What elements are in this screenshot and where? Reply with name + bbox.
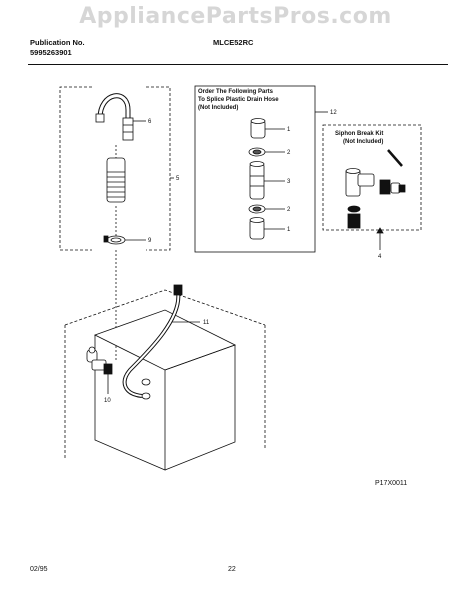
hose-clamp — [103, 235, 126, 245]
order-title-line-3: (Not Included) — [198, 105, 238, 111]
callout-1-top: 1 — [287, 127, 291, 133]
siphon-break-kit — [345, 149, 406, 229]
siphon-box-title: Siphon Break Kit (Not Included) — [335, 131, 383, 145]
drain-hose-hook — [95, 93, 134, 141]
publication-label: Publication No. — [30, 38, 85, 47]
callout-2-bottom: 2 — [287, 207, 291, 213]
splice-clamp-bottom — [248, 204, 266, 214]
callout-6: 6 — [148, 119, 152, 125]
drain-connector-fitting — [86, 346, 113, 375]
order-box-title: Order The Following Parts To Splice Plas… — [198, 89, 279, 111]
splice-coupling-top — [250, 118, 266, 139]
drain-hose-corrugated — [106, 145, 126, 203]
watermark: AppliancePartsPros.com — [79, 4, 392, 29]
publication-number: 5995263901 — [30, 48, 72, 57]
order-title-line-2: To Splice Plastic Drain Hose — [198, 97, 279, 103]
inlet-hose — [122, 284, 183, 400]
drawing-code: P17X0011 — [375, 480, 407, 487]
washer-cabinet — [64, 289, 266, 471]
splice-coupling-bottom — [249, 217, 265, 240]
siphon-title-line-1: Siphon Break Kit — [335, 131, 383, 137]
siphon-title-line-2: (Not Included) — [343, 139, 383, 145]
model-number: MLCE52RC — [213, 38, 254, 47]
callout-3: 3 — [287, 179, 291, 185]
callout-9: 9 — [148, 238, 152, 244]
callout-10: 10 — [104, 398, 111, 404]
splice-clamp-top — [248, 147, 266, 157]
drain-hose-group-box — [59, 86, 171, 251]
callout-5: 5 — [176, 176, 180, 182]
callout-11: 11 — [203, 320, 210, 326]
header-rule — [28, 64, 448, 65]
callout-4: 4 — [378, 254, 382, 260]
splice-parts-box — [194, 85, 316, 253]
siphon-break-kit-box — [322, 124, 422, 231]
order-title-line-1: Order The Following Parts — [198, 89, 274, 95]
callout-1-bottom: 1 — [287, 227, 291, 233]
callout-12: 12 — [330, 110, 337, 116]
footer-date: 02/95 — [30, 566, 48, 573]
splice-connector — [249, 161, 265, 200]
callout-2-top: 2 — [287, 150, 291, 156]
footer-page-number: 22 — [228, 566, 236, 573]
